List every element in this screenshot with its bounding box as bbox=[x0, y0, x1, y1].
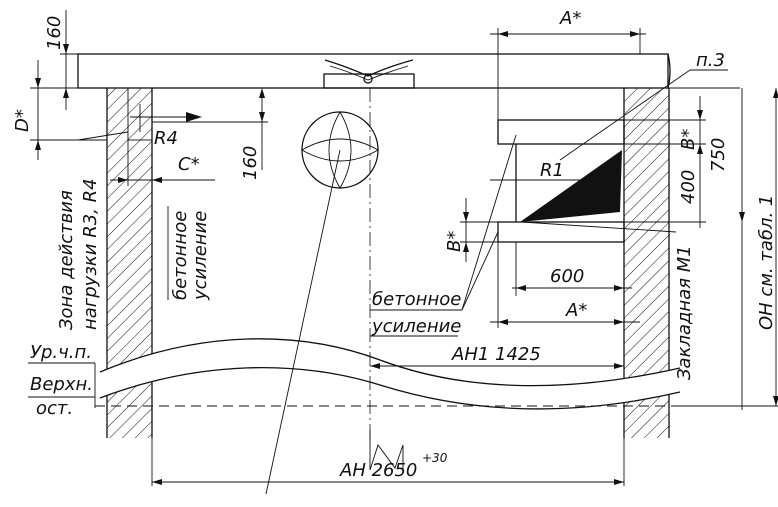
load-r4-arrow bbox=[130, 104, 202, 132]
label-dim-d: D* bbox=[12, 109, 33, 132]
label-zone-line2: нагрузки R3, R4 bbox=[80, 178, 101, 330]
dim-160-top bbox=[60, 10, 107, 110]
label-dim-ah-tol: +30 bbox=[422, 451, 448, 465]
label-dim-600: 600 bbox=[550, 266, 584, 287]
label-embed-m1: Закладная М1 bbox=[674, 245, 695, 380]
label-load-r4: R4 bbox=[154, 128, 178, 149]
label-concrete-mid-2: усиление bbox=[371, 316, 461, 337]
label-ref-p3: п.3 bbox=[696, 50, 725, 71]
label-zone-line1: Зона действия bbox=[56, 190, 77, 330]
label-concrete-left-2: усиление bbox=[190, 211, 211, 301]
dim-c bbox=[110, 140, 215, 186]
leader-embed-m1 bbox=[521, 221, 677, 233]
label-concrete-mid-1: бетонное bbox=[372, 289, 461, 310]
label-dim-ah1: АН1 1425 bbox=[451, 344, 541, 365]
label-dim-a-top: A* bbox=[559, 8, 581, 29]
label-oh-table: ОН см. табл. 1 bbox=[756, 195, 777, 330]
dim-160-mid bbox=[152, 87, 268, 170]
dim-a-top bbox=[490, 28, 646, 120]
leader-p3 bbox=[559, 69, 728, 161]
concrete-blocks bbox=[497, 119, 625, 243]
label-concrete-left-1: бетонное bbox=[170, 211, 191, 300]
dim-ah1 bbox=[370, 363, 624, 369]
label-dim-a-mid: A* bbox=[565, 300, 587, 321]
dim-ah bbox=[151, 438, 625, 486]
leader-concrete-mid bbox=[370, 134, 517, 337]
break-symbol bbox=[369, 438, 404, 471]
dim-a-mid bbox=[490, 242, 640, 328]
label-dim-160-mid: 160 bbox=[240, 146, 261, 180]
level-markers bbox=[28, 362, 96, 408]
label-dim-ah: АН 2650 bbox=[339, 460, 417, 481]
break-lines bbox=[99, 338, 681, 410]
dim-b-left bbox=[460, 198, 498, 262]
label-dim-750: 750 bbox=[708, 138, 729, 172]
label-dim-c: C* bbox=[178, 154, 200, 175]
dim-right-vertical bbox=[624, 87, 778, 410]
label-dim-400: 400 bbox=[678, 170, 699, 204]
concrete-slab bbox=[77, 53, 671, 89]
label-dim-b-left: B* bbox=[444, 231, 465, 252]
label-load-r1: R1 bbox=[540, 160, 564, 181]
fan-symbol bbox=[265, 111, 379, 495]
label-level-floor: Ур.ч.п. bbox=[30, 342, 92, 363]
lifting-loop bbox=[323, 59, 415, 89]
leader-zone bbox=[77, 131, 129, 141]
label-dim-b-right: B* bbox=[678, 129, 699, 150]
dim-600 bbox=[512, 242, 632, 296]
label-dim-160-top: 160 bbox=[44, 16, 65, 50]
label-level-top-2: ост. bbox=[36, 398, 73, 419]
dim-d bbox=[30, 60, 107, 160]
label-level-top-1: Верхн. bbox=[30, 374, 93, 395]
